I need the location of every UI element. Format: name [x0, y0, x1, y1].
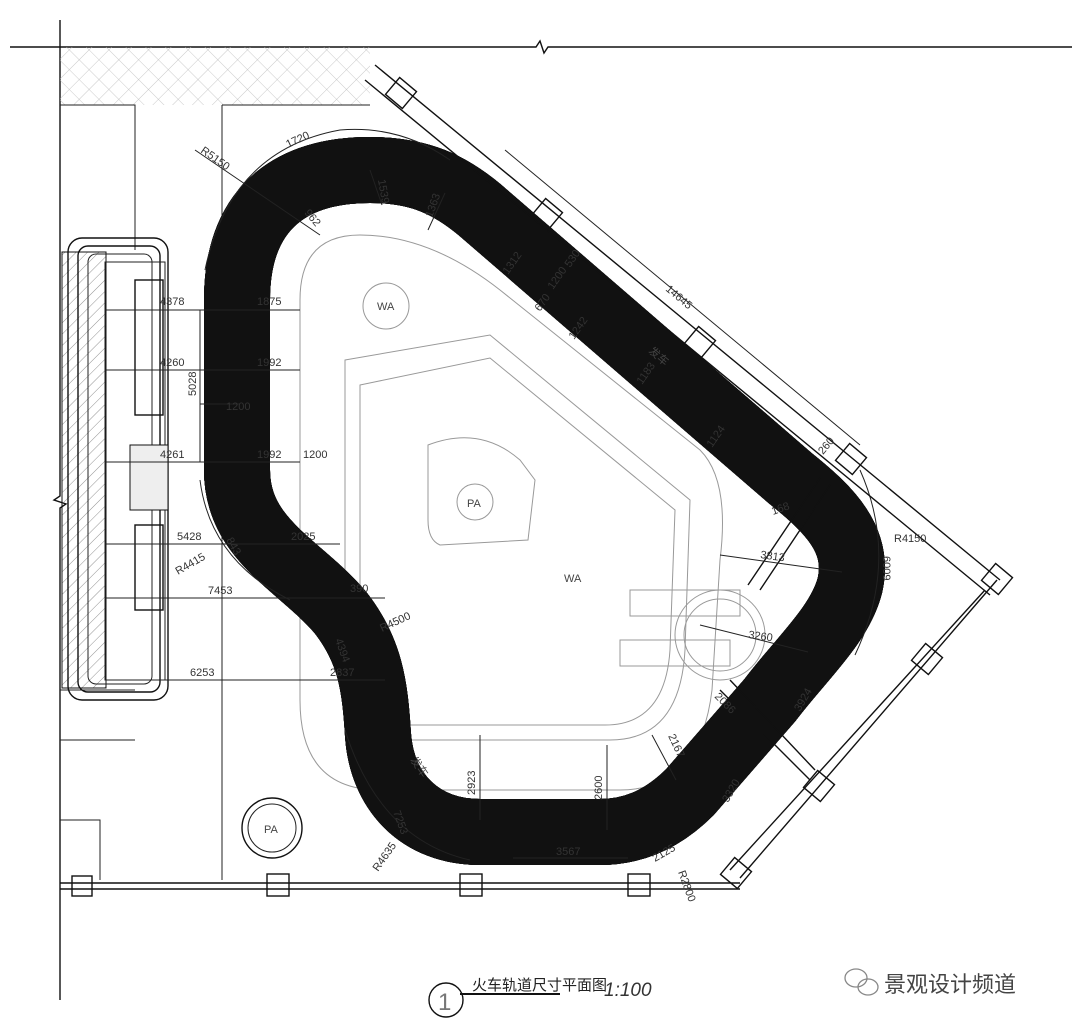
dim-label: 2600 — [593, 776, 605, 800]
direction-arc-right — [854, 469, 880, 656]
dim-label: 1539 — [375, 178, 391, 204]
dim-label: 4261 — [160, 449, 184, 461]
dim-label: 2923 — [466, 771, 478, 795]
dimension-lines — [105, 149, 861, 859]
direction-arc-top — [204, 128, 451, 271]
pa-circle-center — [456, 483, 494, 521]
pa-label-center: PA — [467, 498, 482, 510]
dim-label: 2167 — [665, 732, 686, 759]
fence-diagonal — [364, 64, 1014, 596]
dim-label: 3567 — [556, 846, 580, 858]
drawing-index-circle — [428, 982, 464, 1018]
train-track — [203, 136, 852, 865]
pool-outer — [299, 234, 723, 791]
gate-structure — [719, 477, 831, 781]
wall-hatch-left — [61, 251, 107, 689]
dim-label: 14645 — [663, 283, 694, 312]
watermark-text: 景观设计频道 — [884, 973, 1016, 998]
drawing-index: 1 — [438, 989, 451, 1016]
dim-label: 4260 — [160, 357, 184, 369]
dim-label: 1992 — [257, 449, 281, 461]
paved-area-top — [60, 47, 370, 105]
dim-label: 3260 — [748, 629, 774, 644]
dim-label: R2800 — [675, 869, 697, 904]
wa-circle — [362, 282, 410, 330]
wa-label-center: WA — [564, 573, 582, 585]
dim-label: 1875 — [257, 296, 281, 308]
direction-arc-bottom — [344, 729, 471, 861]
dim-label: 5428 — [177, 531, 201, 543]
dim-label: R4415 — [174, 551, 208, 578]
dim-label: 2025 — [291, 531, 315, 543]
dim-label: 7453 — [208, 585, 232, 597]
dim-label: R4635 — [371, 840, 399, 873]
dim-label: 168 — [770, 500, 791, 518]
direction-arc-left — [199, 479, 291, 601]
dim-label: 2837 — [330, 667, 354, 679]
site-edges-lower — [60, 689, 135, 880]
dim-label: 4378 — [160, 296, 184, 308]
dim-label: R4150 — [894, 533, 926, 545]
dim-label: 1200 — [226, 401, 250, 413]
wechat-icon — [844, 968, 879, 996]
drawing-title: 火车轨道尺寸平面图 — [472, 976, 607, 994]
dim-label: 1200 — [303, 449, 327, 461]
slide-structure — [619, 589, 766, 681]
dim-label: 5028 — [187, 372, 199, 396]
pa-label-bottom: PA — [264, 824, 279, 836]
dim-label: 1992 — [257, 357, 281, 369]
dim-label: R4500 — [378, 610, 412, 635]
fence-right — [719, 579, 998, 890]
wa-label-top: WA — [377, 301, 395, 313]
bench-group — [67, 237, 169, 701]
pa-circle-bottom-inner — [247, 803, 297, 853]
dim-label: R5150 — [198, 145, 231, 173]
top-boundary-line — [10, 39, 1072, 55]
dim-label: 390 — [350, 583, 368, 595]
left-boundary-line — [52, 20, 68, 1000]
pa-circle-bottom-outer — [241, 797, 303, 859]
fence-bottom — [60, 873, 740, 897]
dim-label: 6009 — [880, 556, 892, 580]
pool-inner — [359, 357, 676, 726]
drawing-title-block: 1 火车轨道尺寸平面图 1:100 — [428, 976, 652, 1018]
dim-label: 3813 — [760, 549, 786, 564]
pa-island — [427, 437, 536, 546]
dim-label: 6253 — [190, 667, 214, 679]
watermark: 景观设计频道 — [844, 968, 1016, 998]
drawing-scale: 1:100 — [604, 980, 652, 1001]
